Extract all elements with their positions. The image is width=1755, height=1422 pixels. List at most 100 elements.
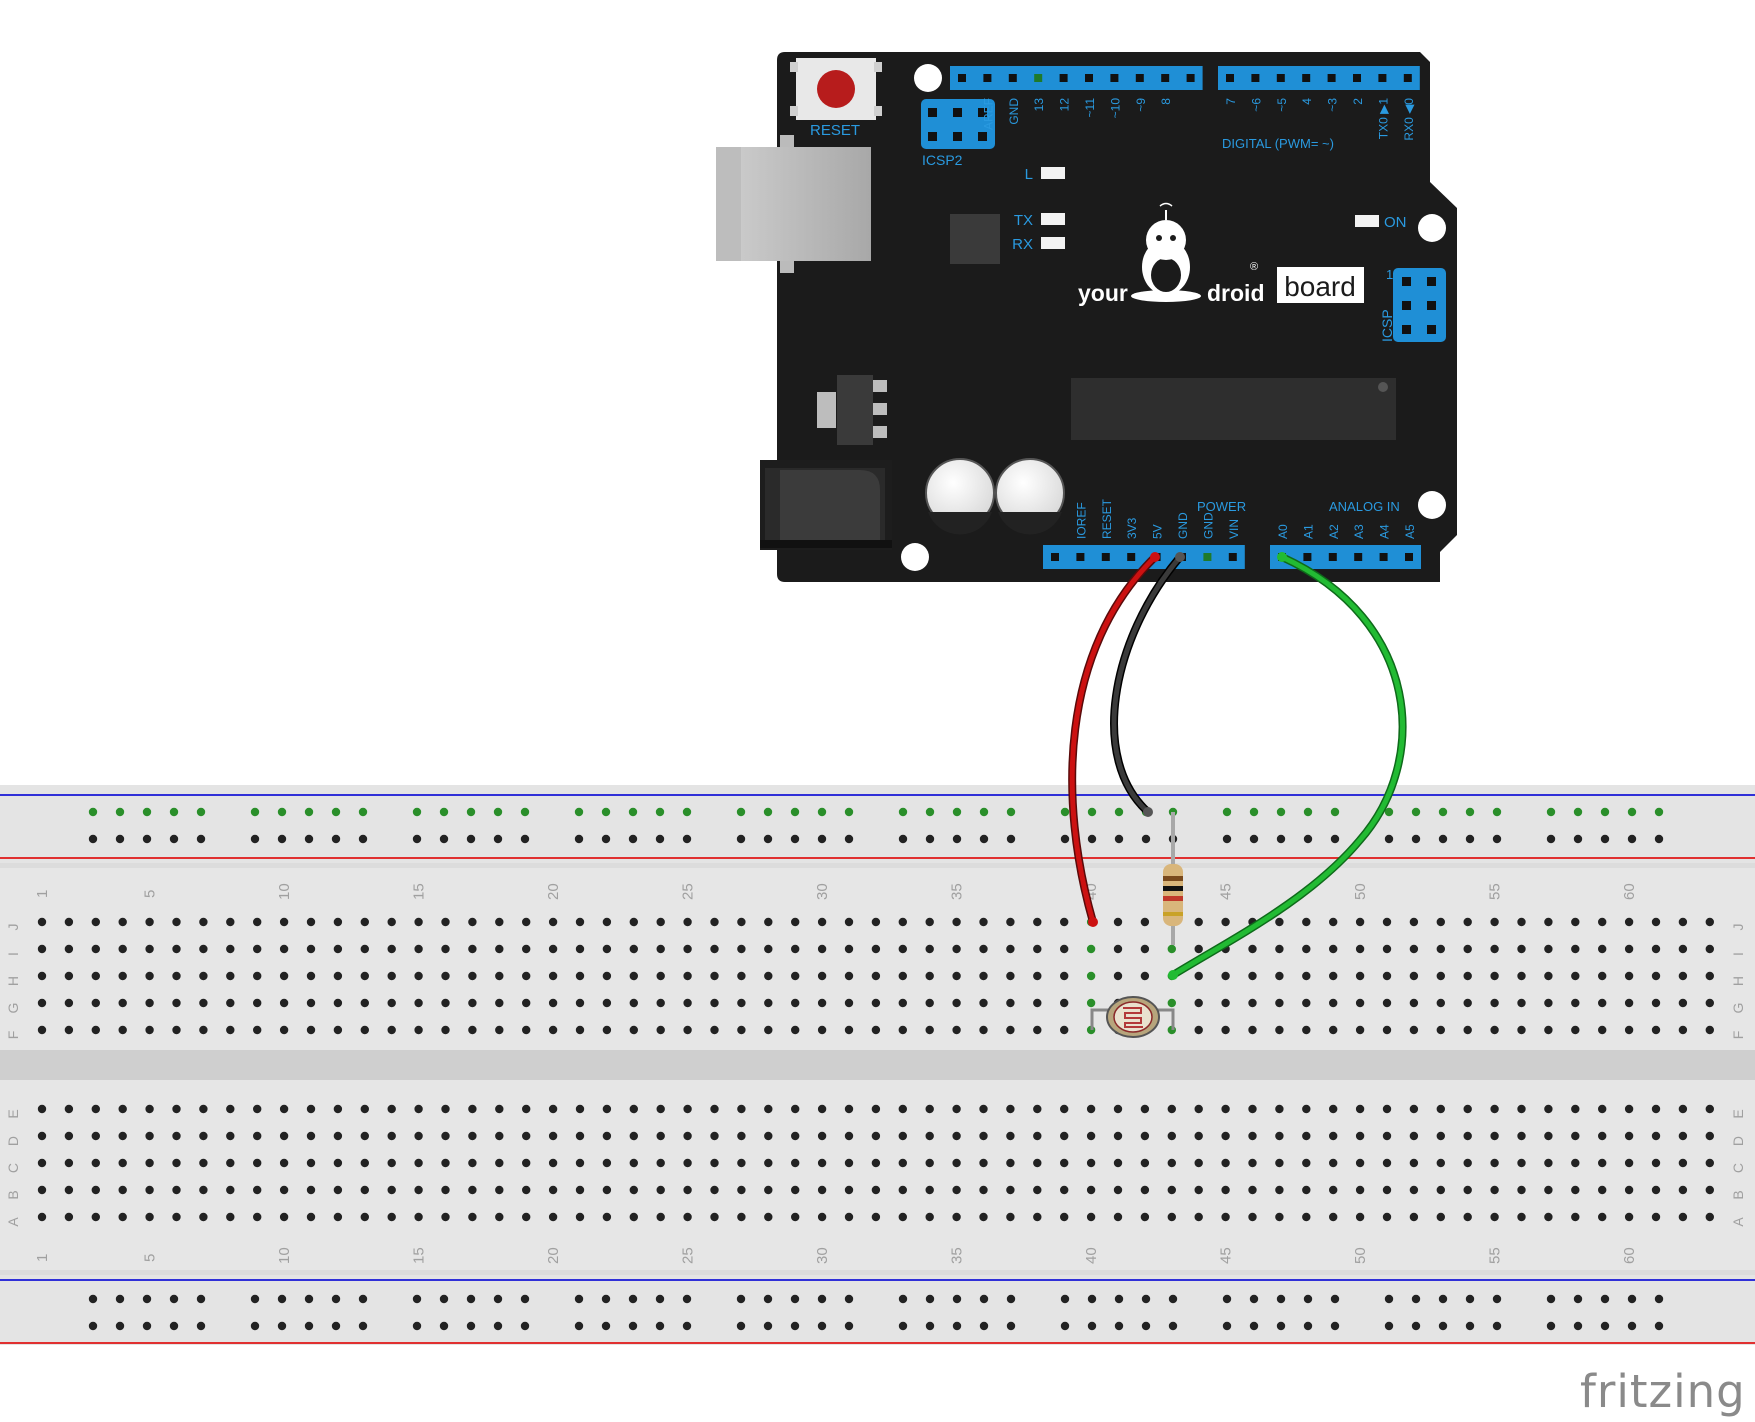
row-letter: C: [1730, 1163, 1746, 1173]
breadboard-hole: [118, 998, 127, 1008]
breadboard-hole: [522, 917, 531, 927]
header-pin-label: ~11: [1083, 98, 1097, 118]
header-pin[interactable]: [1353, 74, 1361, 82]
green-wire[interactable]: [1170, 554, 1406, 978]
breadboard-hole: [1060, 998, 1069, 1008]
row-letter: I: [5, 952, 21, 956]
rail-hole: [1060, 1321, 1070, 1331]
header-pin-label: 2: [1351, 98, 1365, 105]
header-pin[interactable]: [1101, 553, 1110, 561]
breadboard-hole: [629, 1104, 638, 1114]
breadboard-hole: [1571, 1158, 1580, 1168]
breadboard-hole: [737, 1185, 746, 1195]
header-pin-label: 5V: [1151, 524, 1165, 539]
rail-hole: [1006, 807, 1016, 817]
column-number: 1: [34, 890, 51, 898]
rail-hole: [574, 1294, 584, 1304]
header-pin[interactable]: [1186, 74, 1195, 82]
header-pin[interactable]: [1378, 74, 1387, 82]
header-pin[interactable]: [1303, 553, 1312, 561]
header-pin[interactable]: [1328, 553, 1337, 561]
header-pin[interactable]: [1354, 553, 1363, 561]
breadboard-hole: [1409, 971, 1419, 981]
header-pin-label: ~6: [1249, 98, 1263, 112]
breadboard-hole: [441, 1104, 450, 1114]
rail-hole: [1249, 1321, 1259, 1331]
header-pin[interactable]: [1034, 74, 1043, 82]
header-pin[interactable]: [1059, 74, 1068, 82]
breadboard-hole: [360, 1212, 369, 1222]
breadboard-hole: [306, 1131, 316, 1141]
breadboard-hole: [629, 1212, 638, 1222]
breadboard-hole: [522, 1185, 531, 1195]
header-pin[interactable]: [1226, 74, 1234, 82]
breadboard-hole: [522, 971, 531, 981]
breadboard-hole: [306, 1158, 316, 1168]
header-pin[interactable]: [1127, 553, 1136, 561]
header-pin[interactable]: [1276, 74, 1285, 82]
rail-hole: [1546, 834, 1556, 844]
breadboard-hole: [1248, 1025, 1257, 1035]
breadboard-hole: [629, 1025, 638, 1035]
breadboard-hole: [1678, 971, 1688, 981]
header-pin[interactable]: [1085, 74, 1093, 82]
column-number: 35: [949, 883, 966, 900]
header-pin[interactable]: [1379, 553, 1388, 561]
rail-hole: [1249, 834, 1259, 844]
breadboard-hole: [1275, 1158, 1284, 1168]
breadboard-hole: [1140, 1158, 1150, 1168]
black-wire[interactable]: [1111, 554, 1183, 815]
breadboard-hole: [172, 1158, 181, 1168]
header-pin[interactable]: [958, 74, 966, 82]
rail-hole: [682, 807, 692, 817]
breadboard-hole: [91, 1212, 101, 1222]
header-pin[interactable]: [1161, 74, 1170, 82]
breadboard-hole: [1598, 917, 1607, 927]
header-pin[interactable]: [1403, 74, 1412, 82]
breadboard-hole: [414, 917, 423, 927]
breadboard-hole: [172, 1131, 181, 1141]
rail-hole: [979, 1321, 989, 1331]
breadboard-hole: [1409, 917, 1419, 927]
header-pin[interactable]: [1405, 553, 1413, 561]
rail-hole: [1546, 807, 1556, 817]
header-pin[interactable]: [1051, 553, 1059, 561]
header-pin-label: A4: [1378, 524, 1392, 539]
breadboard-hole: [1651, 944, 1661, 954]
breadboard-hole: [468, 944, 477, 954]
breadboard-hole: [226, 1104, 235, 1114]
header-pin-label: ~10: [1108, 98, 1122, 119]
breadboard-hole: [1598, 1104, 1607, 1114]
breadboard-hole: [898, 1158, 907, 1168]
breadboard-hole: [871, 1025, 881, 1035]
header-pin[interactable]: [1203, 553, 1212, 561]
header-pin[interactable]: [1076, 553, 1085, 561]
red-wire[interactable]: [1069, 554, 1158, 925]
rail-hole: [1492, 1321, 1502, 1331]
rail-hole: [1573, 1294, 1583, 1304]
chip-notch: [1378, 382, 1388, 392]
reset-button[interactable]: [790, 58, 882, 120]
header-pin[interactable]: [1135, 74, 1144, 82]
row-letter: H: [5, 976, 21, 986]
header-pin[interactable]: [1327, 74, 1336, 82]
header-pin[interactable]: [1008, 74, 1017, 82]
breadboard-hole: [575, 971, 585, 981]
breadboard-hole: [226, 1131, 235, 1141]
breadboard-hole: [495, 1158, 504, 1168]
rail-hole: [1411, 1321, 1421, 1331]
header-pin[interactable]: [1110, 74, 1119, 82]
header-pin[interactable]: [983, 74, 992, 82]
rail-hole: [1060, 807, 1070, 817]
breadboard-hole: [360, 971, 369, 981]
breadboard-hole: [1167, 944, 1177, 954]
breadboard-hole: [1436, 971, 1446, 981]
header-pin[interactable]: [1228, 553, 1237, 561]
rail-hole: [628, 1321, 638, 1331]
breadboard-hole: [1382, 1185, 1392, 1195]
breadboard-hole: [656, 1131, 665, 1141]
breadboard-hole: [1248, 944, 1257, 954]
rail-hole: [520, 807, 530, 817]
header-pin[interactable]: [1302, 74, 1311, 82]
header-pin[interactable]: [1251, 74, 1260, 82]
